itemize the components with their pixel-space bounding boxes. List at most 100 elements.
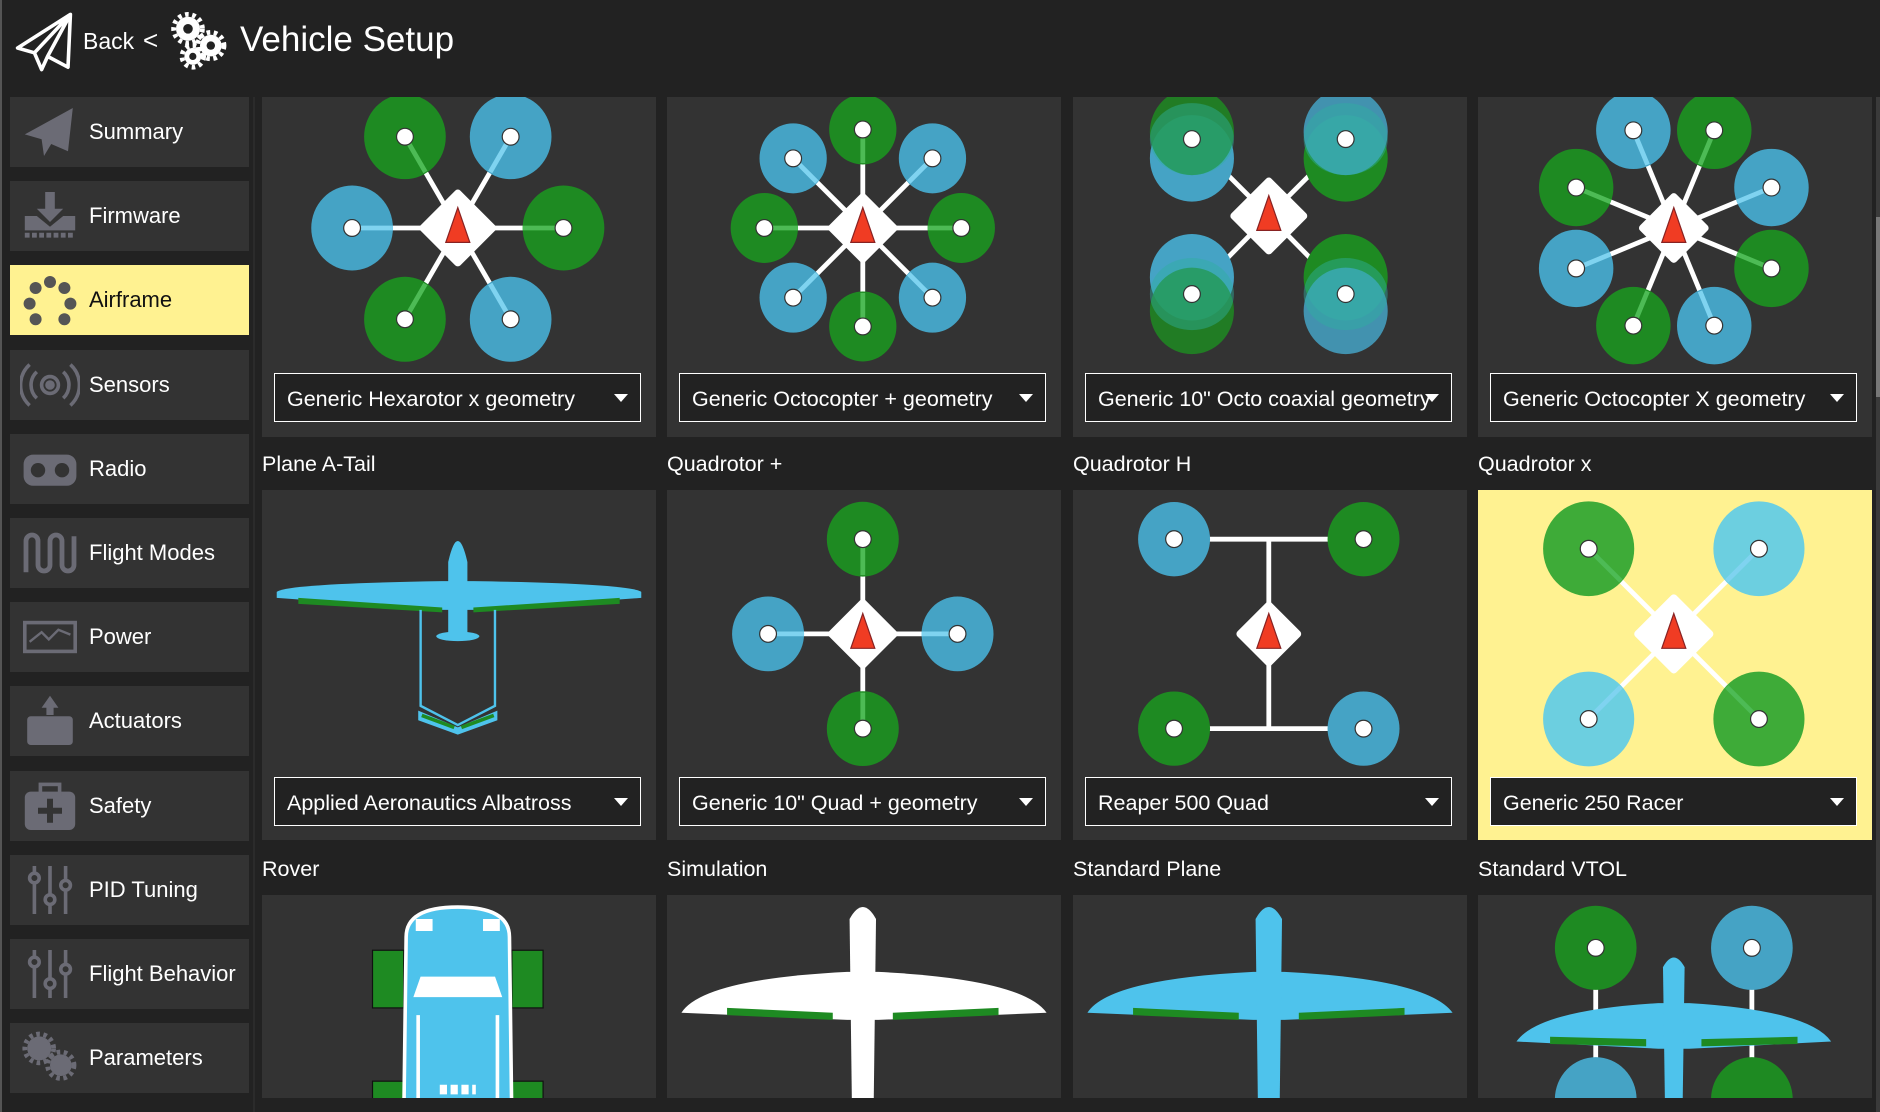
actuators-icon: [27, 696, 73, 746]
airframe-card-octox[interactable]: Generic Octocopter X geometry: [1478, 97, 1872, 437]
download-icon: [24, 192, 76, 238]
airframe-quadx-image: [1543, 501, 1805, 767]
chevron-down-icon: [1425, 798, 1439, 806]
airframe-select-dropdown[interactable]: Generic 250 Racer: [1490, 777, 1857, 826]
sidebar-item-sensors[interactable]: Sensors: [10, 349, 249, 420]
airframe-select-value: Generic 10" Quad + geometry: [692, 791, 978, 815]
sidebar-item-flight-behavior[interactable]: Flight Behavior: [10, 939, 249, 1009]
airframe-select-dropdown[interactable]: Applied Aeronautics Albatross: [274, 777, 641, 826]
sliders-icon: [27, 950, 73, 998]
airframe-plane-image: [1087, 907, 1453, 1098]
airframe-select-dropdown[interactable]: Generic Hexarotor x geometry: [274, 373, 641, 422]
power-icon: [23, 620, 77, 654]
airframe-octox-image: [1538, 97, 1809, 365]
back-button[interactable]: Back: [83, 28, 135, 54]
sidebar-item-safety[interactable]: Safety: [10, 770, 249, 841]
airframe-select-dropdown[interactable]: Generic Octocopter + geometry: [679, 373, 1046, 422]
airframe-select-dropdown[interactable]: Generic Octocopter X geometry: [1490, 373, 1857, 422]
chevron-down-icon: [1830, 394, 1844, 402]
flight-modes-icon: [23, 532, 77, 574]
airframe-select-value: Generic 250 Racer: [1503, 791, 1684, 815]
sidebar-item-label: Safety: [89, 792, 152, 818]
sensors-icon: [20, 362, 80, 407]
radio-icon: [23, 454, 77, 486]
airframe-group-label: Rover: [262, 857, 320, 881]
sidebar-item-label: Parameters: [89, 1045, 203, 1071]
airframe-vtol-image: [1516, 905, 1832, 1098]
airframe-select-value: Applied Aeronautics Albatross: [287, 791, 572, 815]
airframe-group-label: Quadrotor +: [667, 452, 783, 476]
safety-icon: [24, 782, 76, 830]
airframe-group-label: Quadrotor H: [1073, 452, 1192, 476]
sidebar-item-actuators[interactable]: Actuators: [10, 686, 249, 757]
sidebar-item-label: Flight Behavior: [89, 961, 236, 986]
airframe-group-label: Plane A-Tail: [262, 452, 376, 476]
divider: [253, 97, 255, 1112]
airframe-group-label: Simulation: [667, 857, 768, 881]
airframe-card-vtol[interactable]: [1478, 895, 1872, 1098]
scrollbar[interactable]: [1876, 97, 1880, 1112]
sliders-icon: [27, 865, 73, 914]
chevron-down-icon: [614, 394, 628, 402]
chevron-down-icon: [1425, 394, 1439, 402]
sidebar-item-airframe[interactable]: Airframe: [10, 265, 249, 336]
airframe-octoplus-image: [730, 97, 995, 362]
header: Back < Vehicle Setup: [0, 0, 1880, 86]
sidebar-item-label: Radio: [89, 455, 147, 481]
sidebar-item-label: PID Tuning: [89, 876, 198, 902]
sidebar-item-firmware[interactable]: Firmware: [10, 181, 249, 252]
airframe-card-quadx[interactable]: Generic 250 Racer: [1478, 490, 1872, 840]
window-edge: [0, 0, 2, 1112]
chevron-down-icon: [1019, 798, 1033, 806]
airframe-select-value: Generic Octocopter + geometry: [692, 387, 993, 411]
airframe-card-quadplus[interactable]: Generic 10" Quad + geometry: [667, 490, 1061, 840]
airframe-group-label: Quadrotor x: [1478, 452, 1592, 476]
airframe-dots-icon: [23, 276, 77, 326]
sidebar-item-summary[interactable]: Summary: [10, 97, 249, 167]
airframe-select-dropdown[interactable]: Generic 10" Octo coaxial geometry: [1085, 373, 1452, 422]
sidebar-item-label: Summary: [89, 119, 184, 144]
sidebar-item-power[interactable]: Power: [10, 602, 249, 673]
airframe-atail-image: [276, 540, 642, 735]
page-title: Vehicle Setup: [240, 20, 455, 59]
breadcrumb-separator: <: [143, 25, 159, 55]
airframe-octocoax-image: [1149, 97, 1388, 355]
airframe-card-octocoax[interactable]: Generic 10" Octo coaxial geometry: [1073, 97, 1467, 437]
airframe-group-label: Standard VTOL: [1478, 857, 1627, 881]
airframe-card-octoplus[interactable]: Generic Octocopter + geometry: [667, 97, 1061, 437]
airframe-rover-image: [371, 905, 544, 1098]
scrollbar-thumb[interactable]: [1876, 217, 1880, 397]
sidebar-item-flight-modes[interactable]: Flight Modes: [10, 518, 249, 588]
airframe-card-hex[interactable]: Generic Hexarotor x geometry: [262, 97, 656, 437]
gears-icon: [22, 1031, 77, 1081]
airframe-hex-image: [311, 97, 605, 362]
airframe-select-dropdown[interactable]: Reaper 500 Quad: [1085, 777, 1452, 826]
sidebar-item-label: Firmware: [89, 203, 181, 229]
paper-plane-icon[interactable]: [14, 12, 74, 72]
sidebar-item-label: Airframe: [89, 287, 173, 313]
airframe-card-rover[interactable]: [262, 895, 656, 1098]
sidebar-item-label: Power: [89, 624, 152, 650]
sidebar-item-radio[interactable]: Radio: [10, 433, 249, 504]
airframe-card-atail[interactable]: Applied Aeronautics Albatross: [262, 490, 656, 840]
airframe-select-value: Generic 10" Octo coaxial geometry: [1098, 387, 1431, 411]
airframe-group-label: Standard Plane: [1073, 857, 1222, 881]
sidebar-item-parameters[interactable]: Parameters: [10, 1023, 249, 1094]
sidebar-item-label: Actuators: [89, 708, 182, 734]
sidebar-item-pid-tuning[interactable]: PID Tuning: [10, 854, 249, 925]
airframe-select-value: Reaper 500 Quad: [1098, 791, 1269, 815]
airframe-select-value: Generic Hexarotor x geometry: [287, 387, 575, 411]
paper-plane-icon: [24, 108, 73, 156]
airframe-select-value: Generic Octocopter X geometry: [1503, 387, 1806, 411]
airframe-select-dropdown[interactable]: Generic 10" Quad + geometry: [679, 777, 1046, 826]
chevron-down-icon: [1019, 394, 1033, 402]
airframe-card-plane[interactable]: [1073, 895, 1467, 1098]
gears-icon: [171, 12, 227, 70]
chevron-down-icon: [1830, 798, 1844, 806]
airframe-card-sim[interactable]: [667, 895, 1061, 1098]
airframe-card-quadh[interactable]: Reaper 500 Quad: [1073, 490, 1467, 840]
sidebar-item-label: Flight Modes: [89, 540, 215, 565]
